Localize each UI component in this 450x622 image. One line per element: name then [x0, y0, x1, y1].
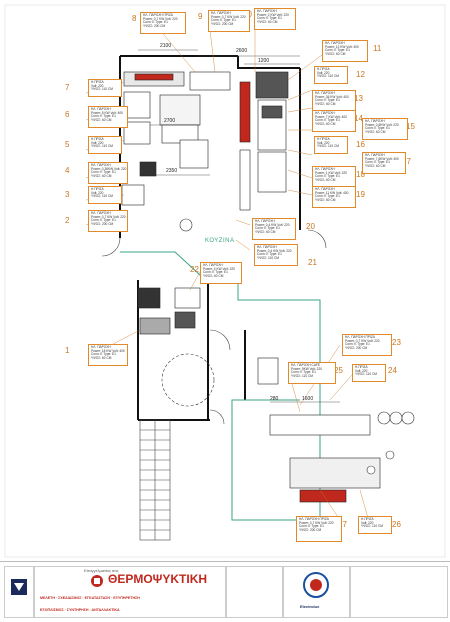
note-17: ΗΛ. ΠΑΡΟΧΗ Power: 7,6KW Volt: 400 Conn: …: [362, 152, 406, 174]
note-21: ΗΛ. ΠΑΡΟΧΗ Power: 0,4 KW Volt: 220 Conn:…: [254, 244, 298, 266]
note-24: Η.ΠΡΙΖΑ Volt: 220 ΥΨΟΣ: 110 CM: [352, 364, 386, 382]
equipment: [121, 71, 381, 503]
callout-5: 5: [65, 140, 70, 149]
callout-22: 22: [190, 265, 199, 274]
note-13: ΗΛ. ΠΑΡΟΧΗ Power: 36 KW Volt: 400 Conn: …: [312, 90, 356, 112]
title-block: [0, 561, 450, 622]
note-6: ΗΛ. ΠΑΡΟΧΗ Power: 5 KW Volt: 400 Conn: E…: [88, 106, 128, 128]
note-7: Η.ΠΡΙΖΑ Volt: 220 ΥΨΟΣ: 110 CM: [88, 79, 122, 97]
room-label-kitchen: ΚΟΥΖΙΝΑ: [205, 238, 235, 244]
note-9: ΗΛ. ΠΑΡΟΧΗ Power: 0,7 KW Volt: 220 Conn:…: [208, 10, 250, 32]
dimension-lines: [138, 49, 340, 403]
company-cell: [34, 566, 226, 618]
service-line: [120, 251, 321, 521]
callout-7: 7: [65, 83, 70, 92]
note-19: ΗΛ. ΠΑΡΟΧΗ Power: 11 KW Volt: 400 Conn: …: [312, 186, 356, 208]
electrolux-logo-cell: [4, 566, 34, 618]
dim-2350: 2350: [166, 168, 178, 174]
callout-11: 11: [373, 44, 382, 53]
callout-19: 19: [356, 190, 365, 199]
note-16: Η.ΠΡΙΖΑ Volt: 220 ΥΨΟΣ: 110 CM: [314, 136, 348, 154]
callout-18: 18: [356, 170, 365, 179]
note-15: ΗΛ. ΠΑΡΟΧΗ Power: 0,5KW Volt: 220 Conn: …: [362, 118, 408, 140]
callout-4: 4: [65, 166, 70, 175]
logo-cell: [283, 566, 350, 618]
note-26: Η.ΠΡΙΖΑ Volt: 220 ΥΨΟΣ: 110 CM: [358, 516, 392, 534]
note-4: ΗΛ. ΠΑΡΟΧΗ Power: 0,36KW Volt: 220 Conn:…: [88, 162, 128, 184]
badge-logo: [303, 572, 329, 598]
stairs: [139, 419, 171, 541]
dim-2100: 2100: [160, 43, 172, 49]
callout-26: 26: [392, 520, 401, 529]
note-22: ΗΛ. ΠΑΡΟΧΗ Power: 4 KW Volt: 220 Conn: E…: [200, 262, 242, 284]
dim-1600: 1600: [302, 396, 314, 402]
dim-280: 280: [270, 396, 279, 402]
note-20: ΗΛ. ΠΑΡΟΧΗ Power: 0,4 KW Volt: 220 Conn:…: [252, 218, 296, 240]
callout-25: 25: [334, 366, 343, 375]
services-line: ΜΕΛΕΤΗ · ΣΧΕΔΙΑΣΜΟΣ · ΕΓΚΑΤΑΣΤΑΣΗ · ΕΞΥΠ…: [40, 596, 140, 600]
note-10: ΗΛ. ΠΑΡΟΧΗ Power: 2 KW Volt: 220 Conn: E…: [254, 8, 296, 30]
electrolux-label: Electrolux: [300, 604, 320, 609]
note-27: ΗΛ. ΠΑΡΟΧΗ ΠΡΙΖΑ Power: 0,7 KW Volt: 220…: [296, 516, 342, 542]
callout-17: 17: [402, 157, 411, 166]
callout-23: 23: [392, 338, 401, 347]
note-25: ΗΛ. ΠΑΡΟΧΗ CAFE Power: 9KW Volt: 220 Con…: [288, 362, 336, 384]
note-14: ΗΛ. ΠΑΡΟΧΗ Power: 7 KW Volt: 400 Conn: E…: [312, 110, 356, 132]
callout-20: 20: [306, 222, 315, 231]
company-logo-icon: [91, 575, 103, 587]
callout-12: 12: [356, 70, 365, 79]
callout-1: 1: [65, 346, 70, 355]
company-name: ΘΕΡΜΟΨΥΚΤΙΚΗ: [108, 572, 208, 586]
callout-27: 27: [338, 520, 347, 529]
note-23: ΗΛ. ΠΑΡΟΧΗ ΠΡΙΖΑ Power: 0,7 KW Volt: 220…: [342, 334, 392, 356]
stools: [161, 218, 415, 475]
project-info-cell: [226, 566, 283, 618]
note-11: ΗΛ. ΠΑΡΟΧΗ Power: 12 KW Volt: 400 Conn: …: [322, 40, 368, 62]
callout-21: 21: [308, 258, 317, 267]
callout-9: 9: [198, 12, 203, 21]
notes-cell: [350, 566, 448, 618]
callout-6: 6: [65, 110, 70, 119]
note-5: Η.ΠΡΙΖΑ Volt: 220 ΥΨΟΣ: 110 CM: [88, 136, 122, 154]
callout-13: 13: [354, 94, 363, 103]
note-2: ΗΛ. ΠΑΡΟΧΗ Power: 0,7 KW Volt: 220 Conn:…: [88, 210, 128, 232]
note-1: ΗΛ. ΠΑΡΟΧΗ Power: 18 KW Volt: 400 Conn: …: [88, 344, 128, 366]
callout-16: 16: [356, 140, 365, 149]
note-3: Η.ΠΡΙΖΑ Volt: 220 ΥΨΟΣ: 110 CM: [88, 186, 122, 204]
dim-2600: 2600: [236, 48, 248, 54]
note-18: ΗΛ. ΠΑΡΟΧΗ Power: 1 KW Volt: 220 Conn: E…: [312, 166, 356, 188]
callout-2: 2: [65, 216, 70, 225]
note-8: ΗΛ. ΠΑΡΟΧΗ ΠΡΙΖΑ Power: 0,7 KW Volt: 220…: [140, 12, 186, 34]
services-line-2: ΕΞΟΠΛΙΣΜΟΣ · ΣΥΝΤΗΡΗΣΗ · ΑΝΤΑΛΛΑΚΤΙΚΑ: [40, 608, 120, 612]
note-12: Η.ΠΡΙΖΑ Volt: 220 ΥΨΟΣ: 110 CM: [314, 66, 348, 84]
dim-2700: 2700: [164, 118, 176, 124]
callout-15: 15: [406, 122, 415, 131]
callout-3: 3: [65, 190, 70, 199]
callout-14: 14: [354, 114, 363, 123]
doors: [101, 229, 327, 425]
company-tagline: Επαγγελματίας σας: [84, 568, 119, 573]
callout-8: 8: [132, 14, 137, 23]
electrolux-logo: [11, 579, 27, 595]
dim-1200: 1200: [258, 58, 270, 64]
callout-24: 24: [388, 366, 397, 375]
